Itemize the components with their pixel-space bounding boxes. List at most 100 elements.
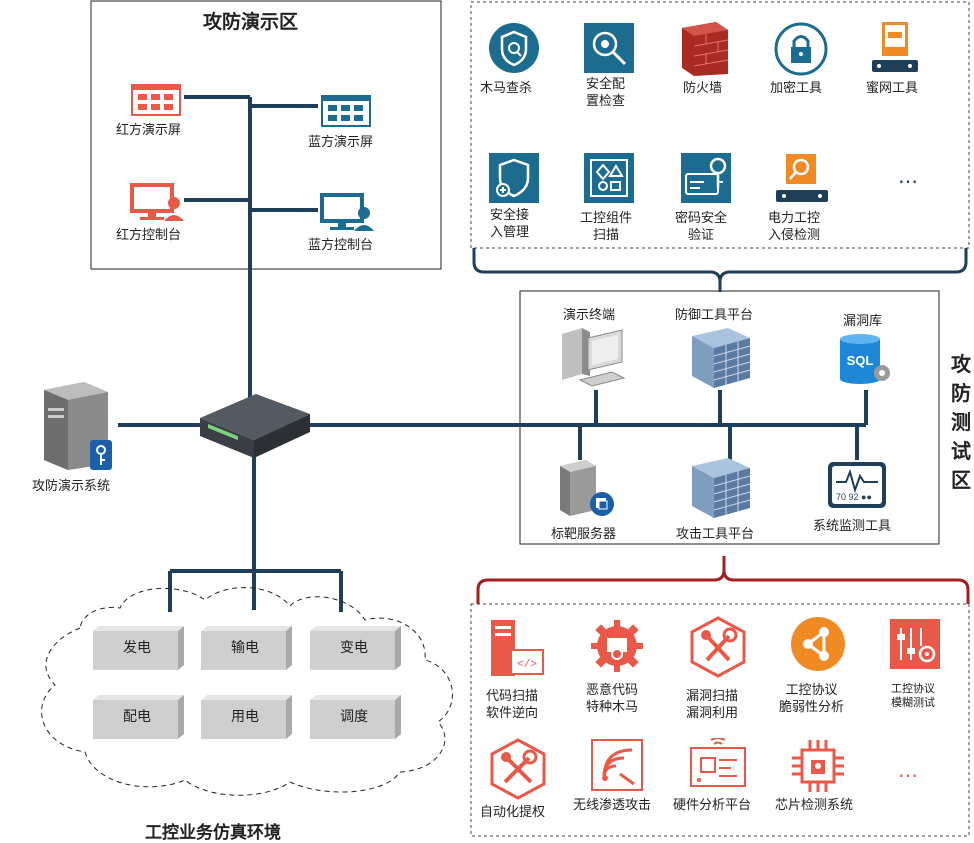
vuln-db-label: 漏洞库 — [843, 314, 883, 329]
blue-console-icon — [320, 193, 376, 237]
attack-tool-label: 自动化提权 — [480, 805, 546, 820]
defense-tool-label-line2: 入侵检测 — [768, 228, 821, 243]
defense-tool-label: 加密工具 — [770, 81, 823, 96]
attack-platform-rack-icon — [690, 456, 752, 524]
attack-tool-label-line1: 漏洞扫描 — [686, 689, 739, 704]
biz-block-label: 配电 — [123, 709, 151, 725]
attack-tool-label-line2: 脆弱性分析 — [779, 700, 845, 715]
defense-tool-label: 防火墙 — [683, 81, 723, 96]
biz-block-dispatch: 调度 — [309, 694, 401, 739]
protocol-share-icon — [790, 616, 846, 676]
attack-tool-label-line1: 工控协议 — [891, 682, 935, 695]
defense-platform-label: 防御工具平台 — [675, 308, 754, 323]
attack-tool-label-line2: 特种木马 — [586, 700, 639, 715]
biz-block-label: 变电 — [340, 640, 368, 656]
biz-zone-title: 工控业务仿真环境 — [145, 823, 281, 843]
target-server-label: 标靶服务器 — [551, 527, 617, 542]
terminal-label: 演示终端 — [563, 308, 616, 323]
attack-brace — [476, 556, 970, 604]
attack-tools-border — [470, 603, 970, 837]
test-zone-border — [519, 290, 940, 545]
defense-brace — [472, 248, 968, 292]
password-key-icon — [680, 152, 732, 208]
defense-tool-label-line2: 入管理 — [490, 225, 530, 240]
malware-gear-icon — [589, 618, 645, 678]
svg-text:70 92 ●●: 70 92 ●● — [836, 492, 872, 502]
intrusion-detect-icon — [774, 152, 830, 212]
lock-icon — [774, 22, 828, 80]
demo-zone-border — [90, 0, 442, 270]
defense-tool-label-line1: 安全接 — [490, 208, 530, 223]
hardware-board-icon — [689, 737, 747, 796]
biz-block-label: 调度 — [340, 709, 368, 725]
biz-block-label: 输电 — [231, 640, 259, 656]
red-screen-icon — [130, 83, 182, 121]
attack-tool-label: 代码扫描软件逆向 — [486, 688, 538, 722]
defense-tool-label-line1: 电力工控 — [768, 211, 821, 226]
attack-tool-label-line1: 恶意代码 — [586, 683, 639, 698]
sql-database-icon: SQL — [838, 333, 894, 389]
biz-block-power-gen: 发电 — [92, 625, 184, 670]
defense-tool-label: 密码安全验证 — [675, 210, 727, 244]
biz-block-label: 发电 — [123, 640, 151, 656]
biz-cloud — [41, 587, 453, 796]
wireless-attack-icon — [590, 738, 644, 796]
attack-tool-label: 无线渗透攻击 — [573, 798, 652, 813]
attack-tool-label-line2: 软件逆向 — [486, 706, 539, 721]
defense-tools-border — [470, 1, 970, 249]
defense-tool-label: 安全接入管理 — [490, 207, 529, 241]
component-scan-icon — [583, 152, 635, 208]
attack-tool-label-line2: 模糊测试 — [891, 696, 935, 709]
svg-text:SQL: SQL — [847, 353, 874, 368]
red-console-label: 红方控制台 — [116, 228, 182, 243]
blue-screen-icon — [320, 94, 372, 132]
monitor-tool-label: 系统监测工具 — [813, 519, 892, 534]
defense-tool-label: 工控组件扫描 — [580, 210, 632, 244]
defense-tool-label: 安全配置检查 — [586, 76, 625, 110]
attack-tool-label: 恶意代码特种木马 — [586, 682, 638, 716]
defense-tool-label-line2: 扫描 — [593, 228, 620, 243]
target-server-icon — [556, 458, 616, 522]
biz-block-label: 用电 — [231, 709, 259, 725]
biz-block-distribution: 配电 — [92, 694, 184, 739]
defense-tool-label: 木马查杀 — [480, 81, 533, 96]
defense-more-ellipsis: … — [898, 164, 918, 188]
auto-privilege-icon — [489, 738, 547, 804]
attack-platform-label: 攻击工具平台 — [676, 527, 755, 542]
attack-tool-label: 工控协议脆弱性分析 — [779, 682, 844, 716]
demo-system-label: 攻防演示系统 — [32, 479, 111, 494]
attack-more-ellipsis: … — [898, 758, 918, 782]
server-key-icon — [40, 378, 120, 474]
test-zone-title: 攻防测试区 — [951, 352, 971, 492]
honeynet-icon — [870, 20, 920, 80]
attack-tool-label: 芯片检测系统 — [775, 798, 854, 813]
defense-tool-label: 蜜网工具 — [866, 81, 919, 96]
defense-tool-label-line1: 安全配 — [586, 77, 626, 92]
biz-block-consumption: 用电 — [200, 694, 292, 739]
biz-block-transmission: 输电 — [200, 625, 292, 670]
vuln-scan-tools-icon — [689, 616, 747, 682]
blue-screen-label: 蓝方演示屏 — [308, 135, 374, 150]
attack-tool-label: 硬件分析平台 — [673, 798, 752, 813]
firewall-icon — [680, 20, 730, 80]
attack-tool-label-line1: 工控协议 — [785, 683, 838, 698]
chip-detect-icon — [790, 738, 846, 798]
demo-zone-title: 攻防演示区 — [203, 11, 299, 33]
attack-tool-label: 工控协议模糊测试 — [891, 682, 935, 710]
access-shield-icon — [488, 152, 540, 208]
config-check-icon — [583, 22, 635, 78]
trojan-kill-icon — [488, 22, 540, 78]
terminal-pc-icon — [560, 326, 626, 392]
attack-tool-label-line1: 代码扫描 — [486, 689, 539, 704]
svg-text:</>: </> — [517, 659, 537, 671]
defense-tool-label-line2: 验证 — [688, 228, 715, 243]
red-console-icon — [130, 183, 186, 227]
defense-platform-rack-icon — [690, 326, 752, 394]
fuzz-test-icon — [889, 618, 941, 674]
red-screen-label: 红方演示屏 — [116, 123, 182, 138]
defense-tool-label-line1: 工控组件 — [580, 211, 633, 226]
biz-block-substation: 变电 — [309, 625, 401, 670]
switch-icon — [198, 392, 312, 464]
monitor-tool-icon: 70 92 ●● — [826, 460, 888, 514]
